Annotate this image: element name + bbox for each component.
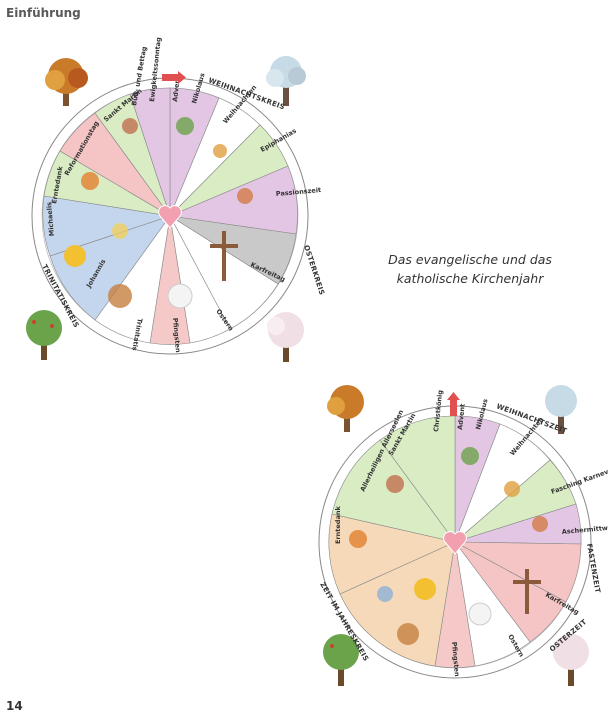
center-heart-icon [158,205,182,229]
page-number: 14 [6,699,23,713]
segment-label: Aschermittwoch [561,523,608,536]
wheel-illustrations [349,447,548,645]
tree-top-right [266,56,306,106]
wheel-segments [42,87,298,345]
segment-label: Erntedank [334,506,342,544]
caption-line-1: Das evangelische und das [388,252,552,267]
segment-label: Pfingsten [450,641,461,677]
tree-bottom-left [323,634,359,686]
segment-label: Michaelis [45,202,56,237]
segment-label: Advent [456,403,467,430]
tree-top-left [327,385,364,432]
caption: Das evangelische und das katholische Kir… [370,250,570,288]
segment-label: Pfingsten [171,317,182,353]
tree-top-right [545,385,577,434]
tree-bottom-left [26,310,62,360]
tree-top-left [45,58,88,106]
wheel-segments [328,415,582,668]
catholic-church-year-wheel: Advent Nikolaus Weihnachten Fasching Kar… [318,385,608,686]
segment-label: Advent [171,75,182,102]
tree-bottom-right [267,312,304,362]
wheel-illustrations [64,117,253,309]
ring-label-easter-cycle: OSTERKREIS [302,244,326,296]
start-arrow-icon [162,71,186,84]
section-header: Einführung [6,6,81,20]
segment-label: Passionszeit [275,186,321,198]
center-heart-icon [443,531,467,555]
evangelical-church-year-wheel: Advent Nikolaus Weihnachten Epiphanias P… [26,37,326,362]
start-arrow-icon [447,392,460,416]
caption-line-2: katholische Kirchenjahr [396,271,544,286]
tree-bottom-right [553,634,589,686]
